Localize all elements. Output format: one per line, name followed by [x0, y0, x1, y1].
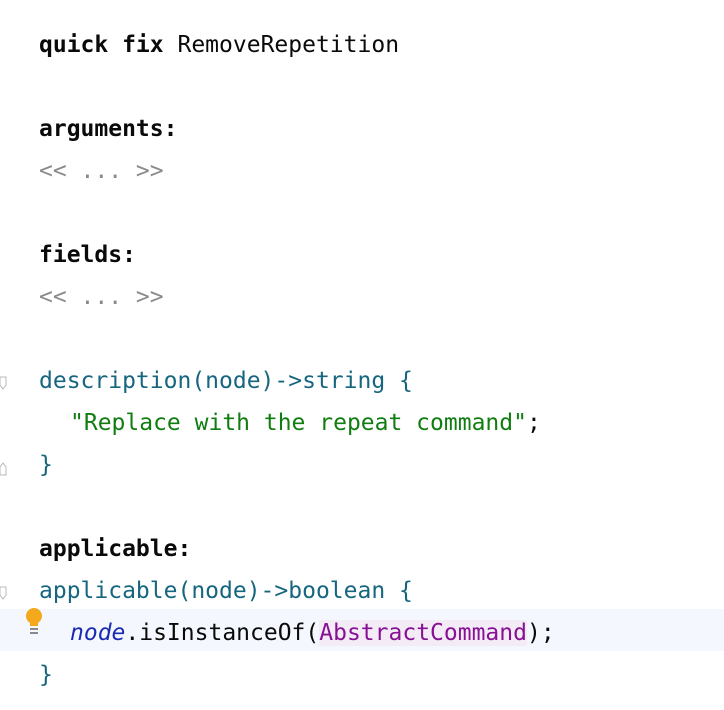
applicable-section: applicable: [39, 528, 191, 570]
arguments-placeholder[interactable]: << ... >> [39, 158, 164, 184]
quick-fix-name[interactable]: RemoveRepetition [177, 32, 400, 58]
applicable-body-line[interactable]: node.isInstanceOf(AbstractCommand); [70, 612, 555, 654]
applicable-signature-line[interactable]: applicable(node)->boolean { [39, 570, 413, 612]
arguments-placeholder-line[interactable]: << ... >> [39, 150, 164, 192]
description-signature[interactable]: description(node)->string { [39, 368, 413, 394]
description-body-line[interactable]: "Replace with the repeat command"; [70, 402, 541, 444]
arguments-section: arguments: [39, 108, 177, 150]
fields-label: fields: [39, 242, 136, 268]
quick-fix-keyword: quick fix [39, 32, 164, 58]
concept-reference[interactable]: AbstractCommand [319, 620, 527, 646]
call-end: ); [526, 620, 555, 646]
fold-marker-icon[interactable] [0, 580, 8, 600]
applicable-label: applicable: [39, 536, 192, 562]
description-signature-line[interactable]: description(node)->string { [39, 360, 413, 402]
description-semicolon: ; [526, 410, 541, 436]
fold-end-marker-icon[interactable] [0, 456, 8, 476]
fields-placeholder[interactable]: << ... >> [39, 284, 164, 310]
description-string[interactable]: "Replace with the repeat command" [70, 410, 527, 436]
description-close-brace: } [39, 452, 53, 478]
description-close-line: } [39, 444, 53, 486]
applicable-signature[interactable]: applicable(node)->boolean { [39, 578, 413, 604]
quick-fix-header[interactable]: quick fix RemoveRepetition [39, 24, 399, 66]
arguments-label: arguments: [39, 116, 178, 142]
applicable-close-line: } [39, 654, 53, 696]
fields-section: fields: [39, 234, 136, 276]
fields-placeholder-line[interactable]: << ... >> [39, 276, 164, 318]
lightbulb-icon[interactable] [22, 606, 46, 642]
node-reference[interactable]: node [70, 620, 126, 646]
isinstanceof-call[interactable]: .isInstanceOf( [125, 620, 320, 646]
applicable-close-brace: } [39, 662, 53, 688]
fold-marker-icon[interactable] [0, 370, 8, 390]
